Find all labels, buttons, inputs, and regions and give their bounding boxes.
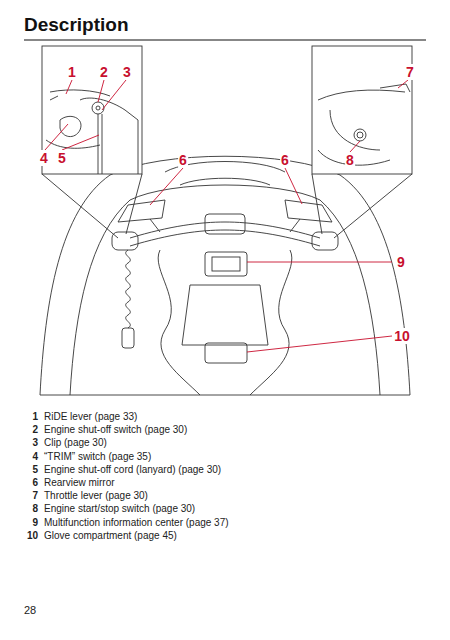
key-text: RiDE lever (page 33) xyxy=(44,411,137,422)
callout-number: 4 xyxy=(39,150,49,166)
callout-number: 8 xyxy=(345,152,355,168)
key-text: Clip (page 30) xyxy=(44,437,107,448)
callout-number: 1 xyxy=(67,64,77,80)
left-detail-inset xyxy=(42,46,142,238)
key-number: 3 xyxy=(32,437,38,448)
page-number: 28 xyxy=(24,604,36,616)
key-text: “TRIM” switch (page 35) xyxy=(44,451,151,462)
leader-lines xyxy=(45,80,408,352)
key-number: 7 xyxy=(32,490,38,501)
callout-number: 6 xyxy=(280,152,290,168)
callout-number: 10 xyxy=(393,328,411,344)
key-text: Rearview mirror xyxy=(44,477,115,488)
right-detail-inset xyxy=(312,46,412,238)
key-text: Engine shut-off cord (lanyard) (page 30) xyxy=(44,464,221,475)
key-number: 4 xyxy=(32,451,38,462)
key-number: 2 xyxy=(32,424,38,435)
callout-number: 7 xyxy=(405,64,415,80)
key-text: Throttle lever (page 30) xyxy=(44,490,148,501)
key-number: 10 xyxy=(27,530,38,541)
key-number: 1 xyxy=(32,411,38,422)
callout-number: 9 xyxy=(396,254,406,270)
callout-number: 2 xyxy=(99,64,109,80)
key-number: 5 xyxy=(32,464,38,475)
callout-number: 6 xyxy=(178,152,188,168)
key-number: 8 xyxy=(32,503,38,514)
key-text: Engine shut-off switch (page 30) xyxy=(44,424,187,435)
key-number: 9 xyxy=(32,517,38,528)
page-title: Description xyxy=(24,14,129,36)
key-text: Multifunction information center (page 3… xyxy=(44,517,229,528)
key-text: Engine start/stop switch (page 30) xyxy=(44,503,195,514)
key-text: Glove compartment (page 45) xyxy=(44,530,177,541)
key-number: 6 xyxy=(32,477,38,488)
hull-drawing xyxy=(40,156,410,395)
callout-number: 3 xyxy=(122,64,132,80)
callout-number: 5 xyxy=(57,150,67,166)
title-rule xyxy=(24,39,426,40)
